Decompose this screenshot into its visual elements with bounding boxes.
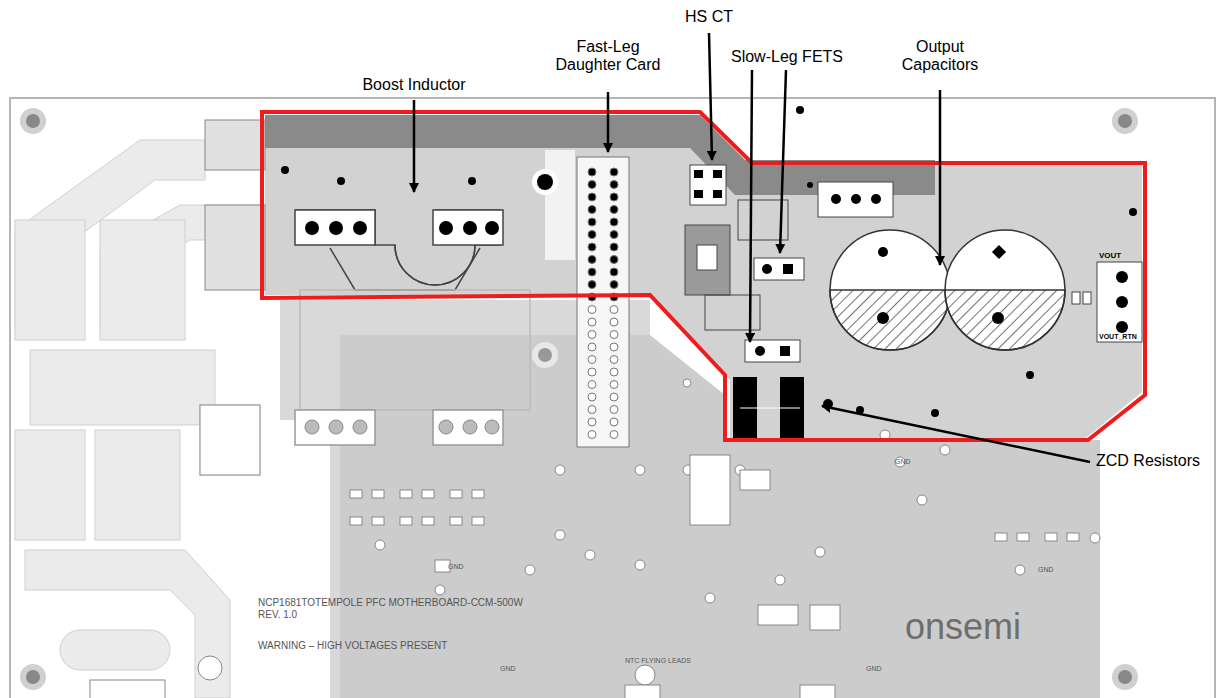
connector-pin — [588, 168, 596, 176]
silkscreen-text: NCP1681TOTEMPOLE PFC MOTHERBOARD-CCM-500… — [258, 597, 523, 609]
callout-label: Fast-Leg Daughter Card — [553, 38, 663, 75]
connector-pin — [610, 218, 618, 226]
connector-pin — [588, 256, 596, 264]
connector-pin — [588, 318, 596, 326]
connector-pin — [610, 231, 618, 239]
connector-pin — [610, 393, 618, 401]
connector-pin — [588, 343, 596, 351]
connector-pin — [610, 243, 618, 251]
connector-pin — [610, 356, 618, 364]
silkscreen-text: GND — [895, 458, 911, 466]
connector-pin — [588, 306, 596, 314]
callout-label: Boost Inductor — [362, 76, 465, 94]
callout-label: ZCD Resistors — [1096, 452, 1200, 470]
connector-pin — [610, 318, 618, 326]
connector-pin — [588, 206, 596, 214]
connector-pin — [610, 418, 618, 426]
connector-pin — [610, 281, 618, 289]
connector-pin — [610, 381, 618, 389]
connector-pin — [588, 368, 596, 376]
connector-pin — [610, 206, 618, 214]
connector-pin — [610, 331, 618, 339]
callout-label: Slow-Leg FETS — [731, 48, 843, 66]
connector-pin — [588, 356, 596, 364]
logo-text: onsemi — [905, 606, 1021, 647]
silkscreen-text: VOUT_RTN — [1099, 333, 1137, 341]
connector-pin — [588, 218, 596, 226]
silkscreen-text: GND — [500, 665, 516, 673]
connector-pin — [588, 431, 596, 439]
silkscreen-text: VOUT — [1099, 251, 1121, 260]
connector-pin — [610, 168, 618, 176]
connector-pin — [610, 343, 618, 351]
connector-pin — [588, 243, 596, 251]
callout-label: HS CT — [685, 8, 733, 26]
connector-pin — [588, 231, 596, 239]
connector-pin — [610, 268, 618, 276]
connector-pin — [588, 331, 596, 339]
connector-pin — [588, 381, 596, 389]
connector-pin — [588, 181, 596, 189]
connector-pin — [610, 431, 618, 439]
connector-pin — [610, 256, 618, 264]
silkscreen-text: WARNING – HIGH VOLTAGES PRESENT — [258, 640, 447, 652]
connector-pin — [588, 406, 596, 414]
connector-pin — [610, 193, 618, 201]
connector-pin — [588, 393, 596, 401]
connector-pin — [610, 306, 618, 314]
callout-label: Output Capacitors — [893, 38, 988, 75]
silkscreen-text: NTC FLYING LEADS — [625, 657, 691, 665]
silkscreen-text: GND — [448, 563, 464, 571]
connector-pin — [588, 193, 596, 201]
silkscreen-text: GND — [1038, 566, 1054, 574]
connector-pin — [588, 281, 596, 289]
connector-pin — [588, 268, 596, 276]
silkscreen-text: REV. 1.0 — [258, 609, 297, 621]
connector-pin — [588, 418, 596, 426]
connector-pin — [610, 406, 618, 414]
silkscreen-text: GND — [866, 665, 882, 673]
connector-pin — [610, 368, 618, 376]
connector-pin — [610, 181, 618, 189]
